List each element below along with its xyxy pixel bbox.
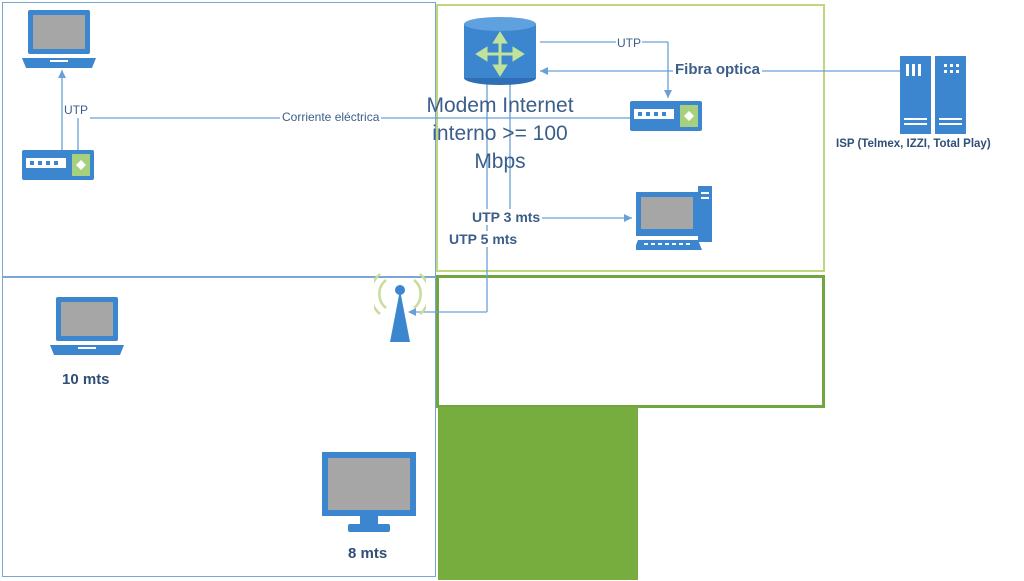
modem-label-line3: Mbps bbox=[474, 150, 526, 173]
utp-top-label: UTP bbox=[616, 36, 642, 50]
modem-label-line2: interno >= 100 bbox=[432, 122, 568, 145]
fibra-label: Fibra optica bbox=[673, 61, 763, 78]
left-top-room bbox=[2, 2, 436, 278]
corriente-label: Corriente eléctrica bbox=[280, 110, 382, 124]
router-icon bbox=[462, 16, 538, 86]
left-bottom-room bbox=[2, 276, 436, 577]
desktop-icon bbox=[636, 186, 712, 252]
distance-8-label: 8 mts bbox=[348, 545, 388, 562]
modem-icon bbox=[630, 99, 702, 133]
laptop-icon bbox=[22, 10, 96, 70]
laptop-icon-10mts bbox=[50, 297, 124, 357]
central-room bbox=[436, 4, 825, 272]
modem-icon-left bbox=[22, 148, 94, 182]
distance-10-label: 10 mts bbox=[62, 371, 110, 388]
wifi-antenna-icon bbox=[374, 268, 426, 344]
server-icon bbox=[900, 56, 966, 134]
utp3-label: UTP 3 mts bbox=[470, 209, 543, 225]
modem-internet-label: Modem Internet interno >= 100 Mbps bbox=[400, 92, 600, 176]
utp5-label: UTP 5 mts bbox=[447, 231, 520, 247]
modem-label-line1: Modem Internet bbox=[426, 94, 574, 117]
green-room bbox=[436, 275, 825, 408]
isp-label: ISP (Telmex, IZZI, Total Play) bbox=[836, 138, 991, 150]
green-block bbox=[438, 407, 638, 580]
utp-left-label: UTP bbox=[64, 103, 88, 117]
monitor-icon bbox=[322, 452, 416, 534]
